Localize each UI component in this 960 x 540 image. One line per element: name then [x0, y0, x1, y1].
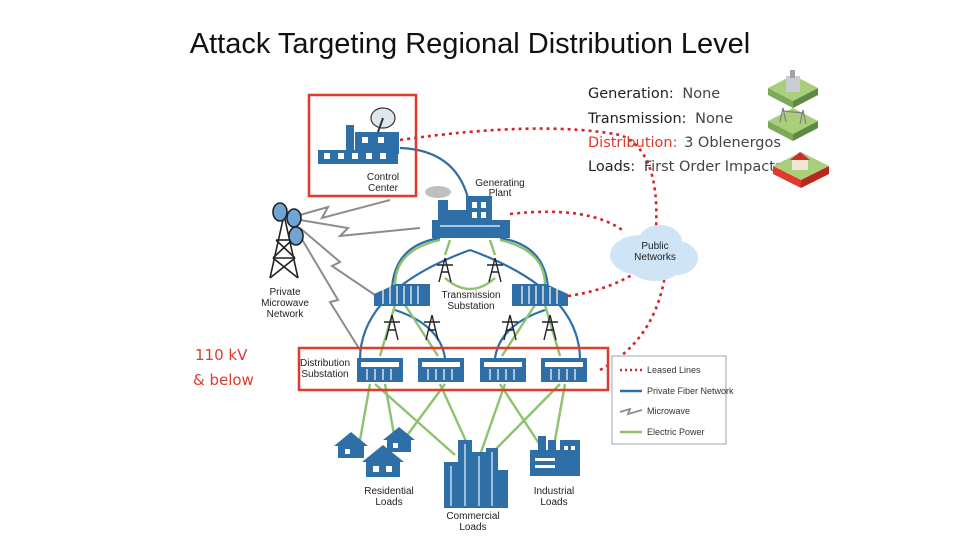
loads-label: Loads:: [588, 159, 635, 175]
svg-text:Generation: None: Generation: None: [588, 86, 720, 102]
microwave-links: [299, 199, 421, 351]
legend: Leased Lines Private Fiber Network Micro…: [611, 355, 734, 445]
industrial-loads-label-2: Loads: [540, 497, 567, 508]
control-center-highlight: [307, 93, 418, 198]
microwave-label-2: Microwave: [261, 298, 309, 309]
legend-label-leased-lines: Leased Lines: [647, 365, 701, 375]
transmission-tower-icon: [384, 257, 558, 341]
generating-plant-label-1: Generating: [475, 178, 524, 189]
public-networks-label-2: Networks: [634, 252, 676, 263]
commercial-loads-label-2: Loads: [459, 522, 486, 533]
transmission-label: Transmission:: [587, 111, 687, 127]
public-networks-label-1: Public: [641, 241, 668, 252]
distribution-substation-icon: [357, 358, 587, 382]
transmission-substation-label-1: Transmission: [441, 290, 500, 301]
generation-value: None: [682, 86, 720, 102]
distribution-highlight: [297, 346, 610, 392]
legend-swatch-microwave: [619, 407, 643, 416]
svg-text:Transmission: None: Transmission: None: [587, 111, 733, 127]
svg-text:Distribution: 3 Oblenerg: Distribution: 3 Oblenergos: [588, 135, 781, 151]
voltage-label-1: 110 kV: [195, 346, 248, 364]
residential-loads-label-2: Loads: [375, 497, 402, 508]
control-center-icon: [318, 107, 399, 164]
distribution-tile-icon: [773, 152, 829, 188]
legend-label-power: Electric Power: [647, 427, 705, 437]
legend-label-microwave: Microwave: [647, 406, 690, 416]
transmission-value: None: [695, 111, 733, 127]
commercial-loads-icon: [444, 440, 508, 508]
control-center-label-2: Center: [368, 183, 399, 194]
loads-value: First Order Impacts: [644, 159, 783, 175]
impact-summary: Generation: None Transmission: None Dist…: [587, 86, 783, 175]
distribution-label: Distribution:: [588, 135, 677, 151]
industrial-loads-icon: [530, 436, 580, 476]
microwave-tower-icon: [269, 202, 304, 279]
transmission-substation-label-2: Substation: [447, 301, 494, 312]
generating-plant-label-2: Plant: [489, 188, 512, 199]
transmission-substation-icon: [374, 284, 568, 306]
distribution-value: 3 Oblenergos: [684, 135, 781, 151]
generation-label: Generation:: [588, 86, 674, 102]
control-center-label-1: Control: [367, 172, 399, 183]
generating-plant-icon: [425, 186, 510, 238]
microwave-label-3: Network: [267, 309, 305, 320]
residential-loads-label-1: Residential: [364, 486, 413, 497]
page-title: Attack Targeting Regional Distribution L…: [189, 28, 751, 60]
residential-loads-icon: [334, 427, 415, 477]
distribution-substation-label-2: Substation: [301, 369, 348, 380]
svg-text:Loads: First Order Impac: Loads: First Order Impacts: [588, 159, 783, 175]
cloud-icon: [610, 225, 698, 281]
transmission-tile-icon: [768, 107, 818, 141]
voltage-label-2: & below: [193, 371, 254, 389]
microwave-label-1: Private: [269, 287, 301, 298]
distribution-substation-label-1: Distribution: [300, 358, 350, 369]
commercial-loads-label-1: Commercial: [446, 511, 499, 522]
industrial-loads-label-1: Industrial: [534, 486, 575, 497]
generation-tile-icon: [768, 70, 818, 108]
legend-label-fiber: Private Fiber Network: [647, 386, 734, 396]
